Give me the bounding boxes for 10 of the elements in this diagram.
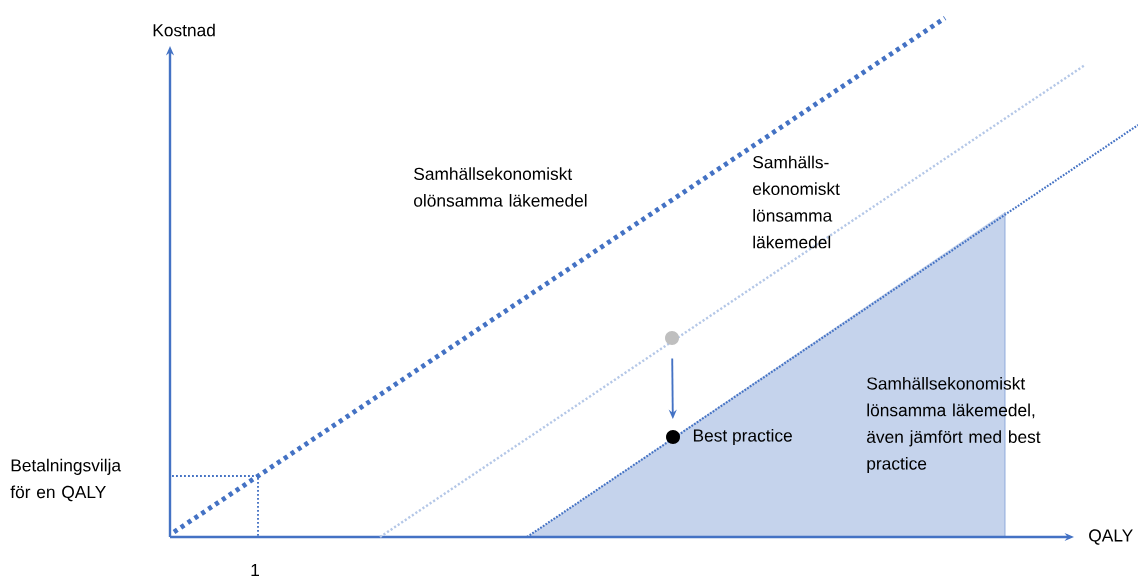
- axis-label: QALY: [1089, 529, 1133, 545]
- point-label: Best practice: [693, 428, 792, 446]
- region-label: Samhälls- ekonomiskt lönsamma läkemedel: [753, 155, 840, 249]
- region-label: Samhällsekonomiskt olönsamma läkemedel: [414, 167, 587, 207]
- point: [666, 430, 680, 444]
- point: [665, 331, 679, 345]
- axis-label: Betalningsvilja för en QALY: [10, 458, 122, 502]
- tick-label: 1: [251, 564, 259, 576]
- axis-label: Kostnad: [153, 23, 215, 37]
- region-label: Samhällsekonomiskt lönsamma läkemedel, även jämfört med best practice: [867, 376, 1041, 474]
